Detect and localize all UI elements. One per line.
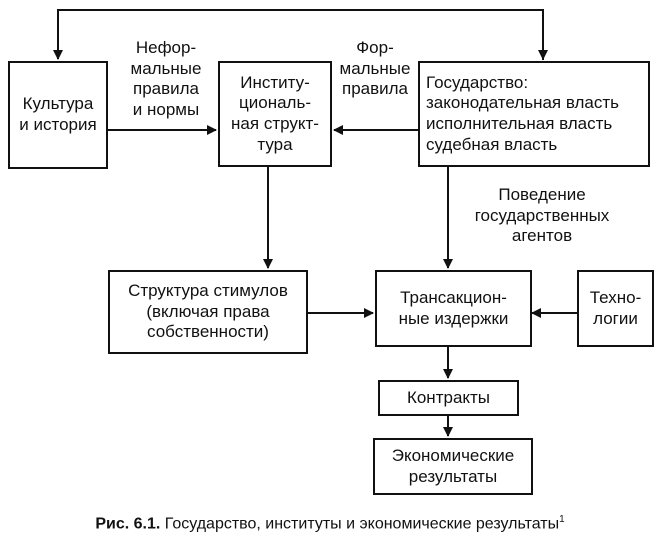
- node-culture-history: Культура и история: [8, 61, 108, 169]
- node-contracts: Контракты: [378, 380, 519, 416]
- node-transaction-costs: Трансакцион- ные издержки: [375, 270, 532, 347]
- figure-caption-text: Государство, институты и экономические р…: [160, 515, 560, 533]
- node-incentive-structure: Структура стимулов (включая права собств…: [108, 270, 308, 354]
- node-technology: Техно- логии: [577, 270, 654, 347]
- node-economic-results: Экономические результаты: [373, 438, 533, 495]
- node-state-branches: Государство: законодательная власть испо…: [418, 61, 650, 167]
- figure-number: Рис. 6.1.: [95, 515, 161, 533]
- figure-caption: Рис. 6.1. Государство, институты и эконо…: [0, 514, 660, 533]
- footnote-marker: 1: [559, 514, 565, 525]
- label-state-agents-behavior: Поведение государственных агентов: [474, 185, 610, 246]
- label-informal-rules: Нефор- мальные правила и нормы: [130, 38, 202, 120]
- label-formal-rules: Фор- мальные правила: [339, 38, 411, 99]
- node-institutional-structure: Институ- циональ- ная структ- тура: [218, 61, 332, 167]
